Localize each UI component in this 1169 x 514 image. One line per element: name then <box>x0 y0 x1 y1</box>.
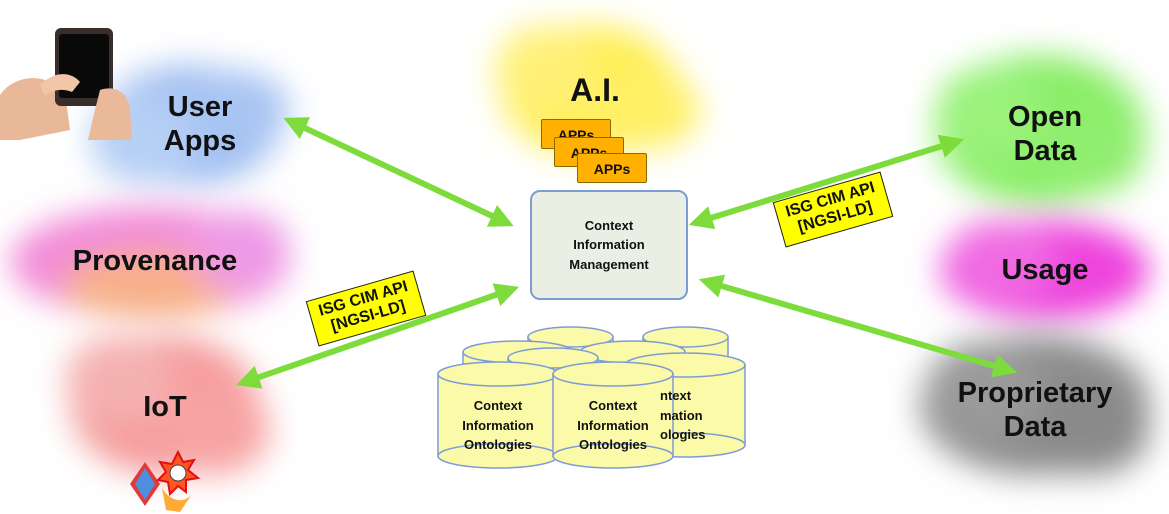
app-box: APPs <box>577 153 647 183</box>
db-front-left <box>437 361 559 469</box>
arrow-proprietary-data <box>698 274 1018 378</box>
db-front-middle <box>552 361 674 469</box>
usage-label: Usage <box>1001 254 1089 286</box>
ai-label: A.I. <box>570 72 620 108</box>
iot-label: IoT <box>143 391 187 423</box>
provenance-label: Provenance <box>72 245 238 277</box>
context-information-management-label: Context Information Management <box>569 217 649 272</box>
user-apps-label: User Apps <box>163 91 237 158</box>
context-information-management-box: Context Information Management <box>530 190 688 300</box>
ontology-label-left: Context Information Ontologies <box>462 398 534 452</box>
ontology-databases <box>437 326 746 469</box>
arrow-user-apps <box>283 117 514 227</box>
ontology-label-right: ntext mation ologies <box>660 388 706 442</box>
ontology-label-middle: Context Information Ontologies <box>577 398 649 452</box>
arrow-iot <box>235 283 520 389</box>
provenance-cloud <box>10 207 290 320</box>
arrows <box>235 117 1018 389</box>
proprietary-data-label: Proprietary Data <box>957 377 1113 444</box>
open-data-label: Open Data <box>1007 101 1083 168</box>
iot-cloud <box>65 335 270 475</box>
iot-sensor-icon <box>130 449 201 512</box>
arrow-open-data <box>688 134 965 230</box>
smartphone-hand-icon <box>0 28 132 140</box>
